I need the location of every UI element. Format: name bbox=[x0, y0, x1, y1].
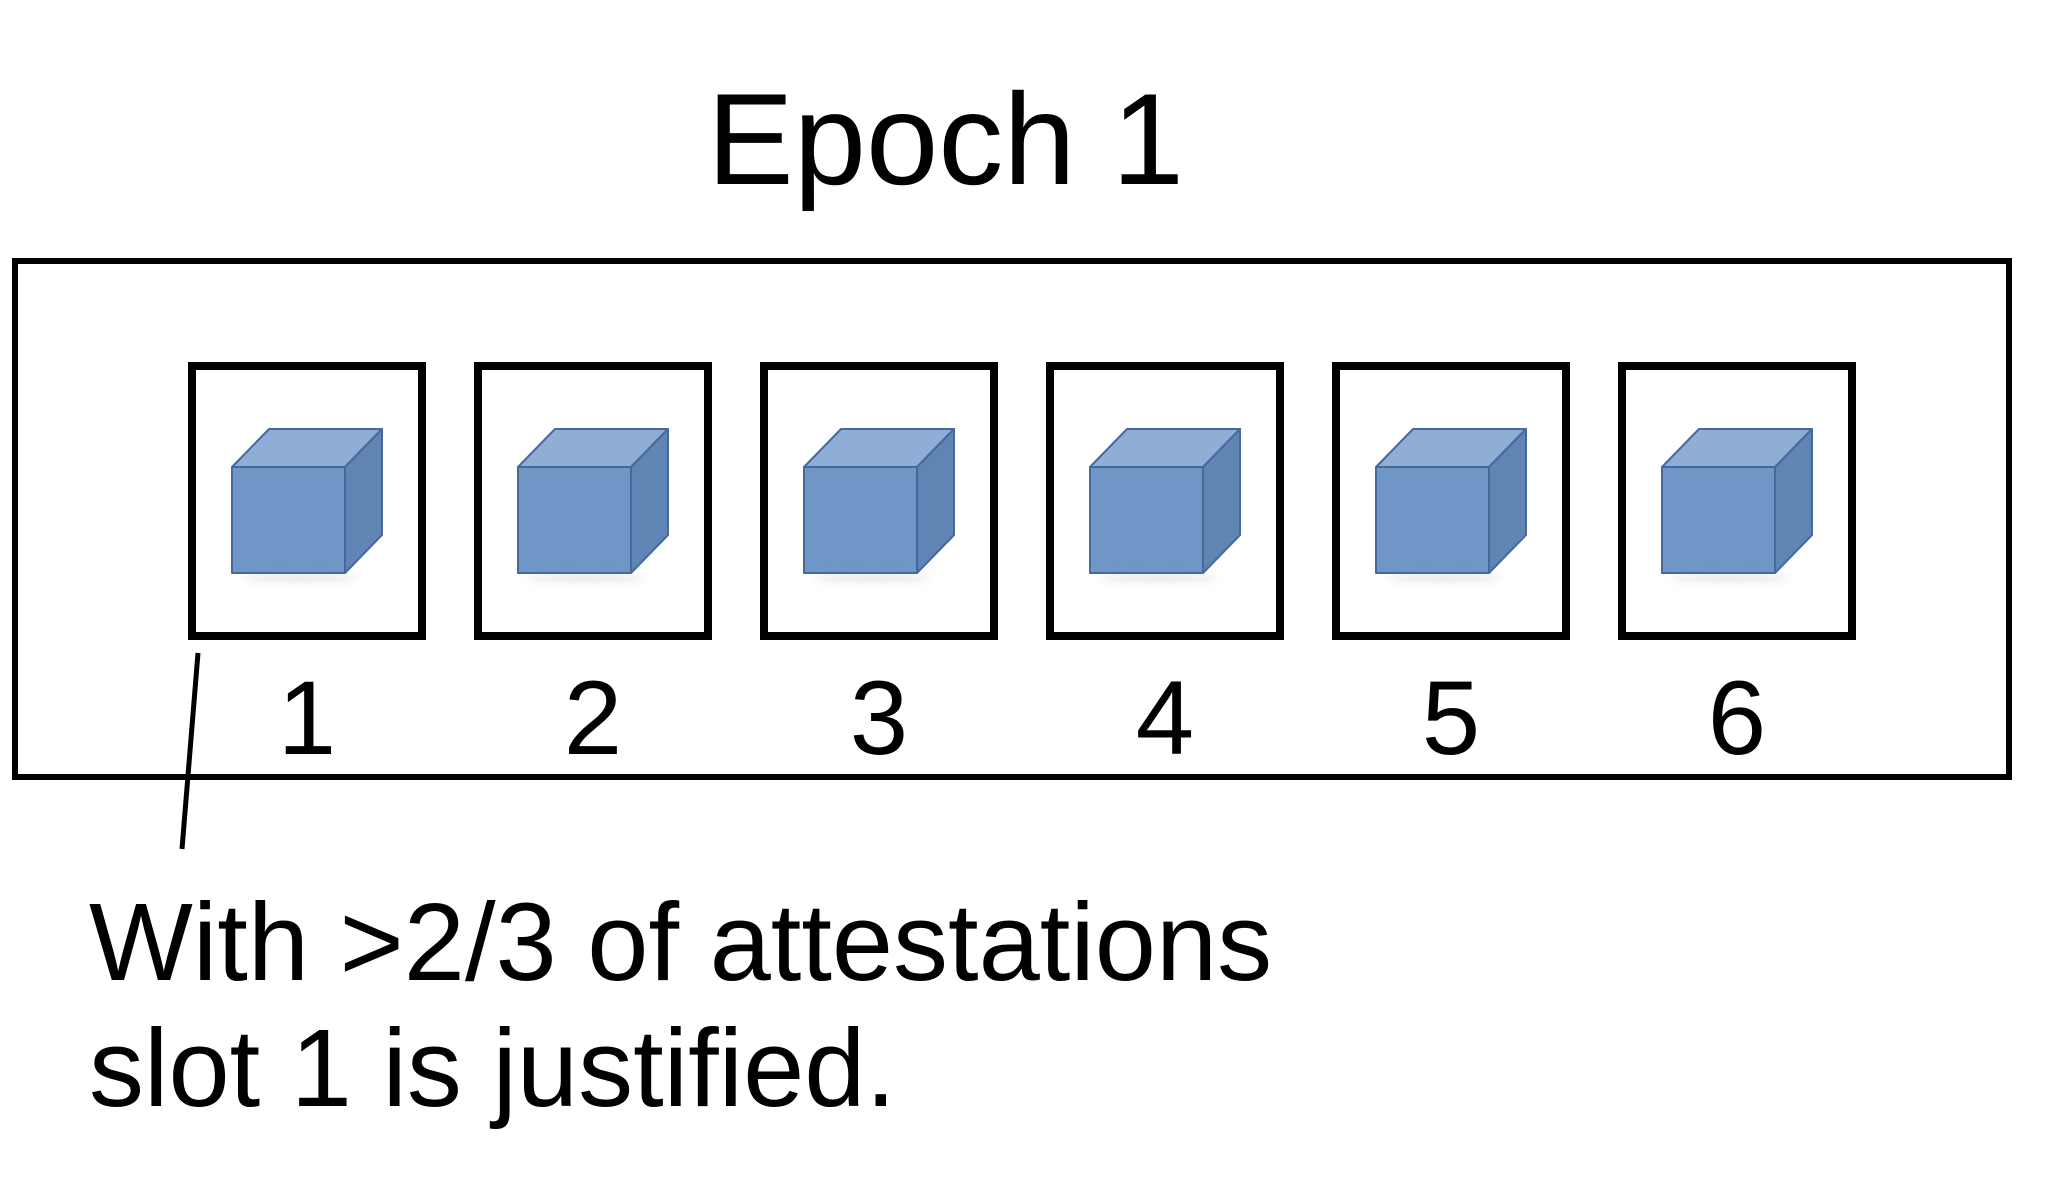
annotation-line-2: slot 1 is justified. bbox=[89, 1007, 897, 1130]
block-cube-icon bbox=[803, 428, 955, 582]
page-title: Epoch 1 bbox=[707, 66, 1185, 212]
slot-number-4: 4 bbox=[1135, 660, 1195, 777]
slot-cell-6: 6 bbox=[1618, 362, 1856, 771]
cube-shadow bbox=[527, 574, 645, 582]
leader-line bbox=[179, 652, 201, 850]
cube-shadow bbox=[813, 574, 931, 582]
annotation-text: With >2/3 of attestations slot 1 is just… bbox=[89, 880, 1272, 1132]
slot-number-5: 5 bbox=[1421, 660, 1481, 777]
slot-cell-4: 4 bbox=[1046, 362, 1284, 771]
annotation-line-1: With >2/3 of attestations bbox=[89, 881, 1273, 1004]
cube-shadow bbox=[1671, 574, 1789, 582]
block-cube-icon bbox=[1375, 428, 1527, 582]
cube-shadow bbox=[1385, 574, 1503, 582]
epoch-container: 1 2 bbox=[12, 258, 2012, 780]
slot-number-3: 3 bbox=[849, 660, 909, 777]
slot-box-2 bbox=[474, 362, 712, 640]
slot-number-1: 1 bbox=[277, 660, 337, 777]
slot-box-4 bbox=[1046, 362, 1284, 640]
block-cube-icon bbox=[1089, 428, 1241, 582]
slot-row: 1 2 bbox=[188, 362, 1856, 771]
block-cube-icon bbox=[517, 428, 669, 582]
slot-number-2: 2 bbox=[563, 660, 623, 777]
slot-cell-2: 2 bbox=[474, 362, 712, 771]
slot-box-3 bbox=[760, 362, 998, 640]
slot-cell-1: 1 bbox=[188, 362, 426, 771]
block-cube-icon bbox=[1661, 428, 1813, 582]
slot-cell-5: 5 bbox=[1332, 362, 1570, 771]
cube-shadow bbox=[241, 574, 359, 582]
cube-shadow bbox=[1099, 574, 1217, 582]
slot-box-5 bbox=[1332, 362, 1570, 640]
slot-number-6: 6 bbox=[1707, 660, 1767, 777]
slot-box-6 bbox=[1618, 362, 1856, 640]
slot-box-1 bbox=[188, 362, 426, 640]
slot-cell-3: 3 bbox=[760, 362, 998, 771]
block-cube-icon bbox=[231, 428, 383, 582]
